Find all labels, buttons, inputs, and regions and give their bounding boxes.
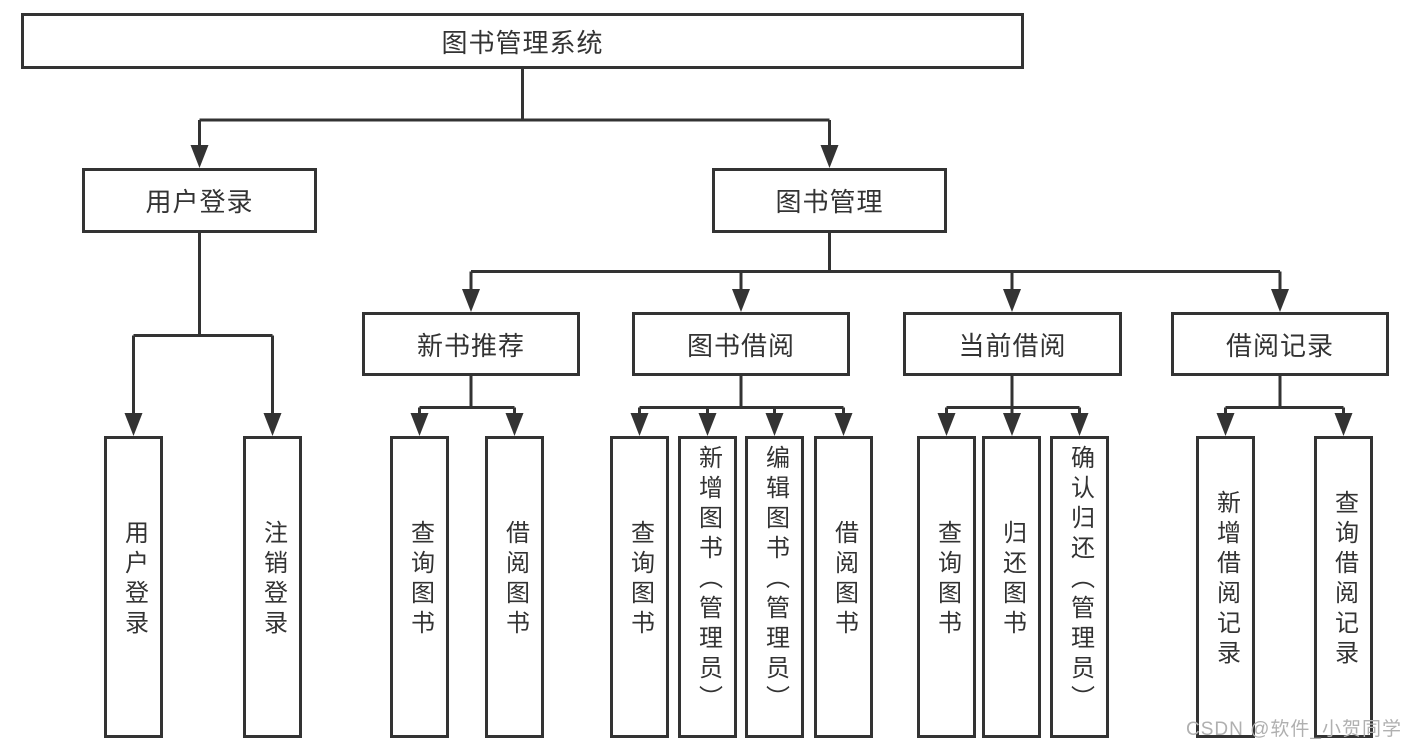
arrow-icon: [1334, 413, 1353, 436]
node-new-book-recommend: 新书推荐: [362, 312, 580, 376]
leaf-current-confirm-return-admin: 确认归还（管理员）: [1050, 436, 1109, 738]
leaf-newbook-borrow-books: 借阅图书: [485, 436, 544, 738]
arrow-icon: [834, 413, 853, 436]
leaf-borrow-edit-books-admin: 编辑图书（管理员）: [745, 436, 804, 738]
leaf-current-confirm-return-admin-label: 确认归还（管理员）: [1066, 445, 1094, 715]
arrow-icon: [630, 413, 649, 436]
arrow-icon: [462, 289, 480, 312]
arrow-icon: [1271, 289, 1289, 312]
leaf-borrow-query-books-label: 查询图书: [626, 520, 654, 640]
arrow-icon: [1070, 413, 1089, 436]
leaf-records-add-record-label: 新增借阅记录: [1212, 490, 1240, 670]
leaf-user-login-label: 用户登录: [120, 520, 148, 640]
arrow-icon: [505, 413, 524, 436]
leaf-newbook-query-books-label: 查询图书: [406, 520, 434, 640]
node-book-management-label: 图书管理: [775, 187, 884, 217]
leaf-newbook-query-books: 查询图书: [390, 436, 449, 738]
leaf-borrow-borrow-books: 借阅图书: [814, 436, 873, 738]
leaf-current-query-books: 查询图书: [917, 436, 976, 738]
arrow-icon: [820, 145, 839, 168]
node-current-borrow-label: 当前借阅: [958, 330, 1067, 361]
leaf-newbook-borrow-books-label: 借阅图书: [501, 520, 529, 640]
node-book-borrow-label: 图书借阅: [686, 330, 795, 361]
leaf-records-query-record: 查询借阅记录: [1314, 436, 1373, 738]
node-user-login-label: 用户登录: [145, 187, 254, 217]
leaf-current-return-books: 归还图书: [982, 436, 1041, 738]
leaf-logout: 注销登录: [243, 436, 302, 738]
node-user-login: 用户登录: [82, 168, 317, 233]
arrow-icon: [190, 145, 209, 168]
leaf-borrow-add-books-admin-label: 新增图书（管理员）: [694, 445, 722, 715]
node-current-borrow: 当前借阅: [903, 312, 1122, 376]
node-new-book-recommend-label: 新书推荐: [416, 330, 525, 361]
arrow-icon: [410, 413, 429, 436]
leaf-current-query-books-label: 查询图书: [933, 520, 961, 640]
node-borrow-records: 借阅记录: [1171, 312, 1389, 376]
node-root: 图书管理系统: [21, 13, 1024, 69]
leaf-borrow-query-books: 查询图书: [610, 436, 669, 738]
leaf-records-add-record: 新增借阅记录: [1196, 436, 1255, 738]
node-book-borrow: 图书借阅: [632, 312, 850, 376]
node-borrow-records-label: 借阅记录: [1225, 330, 1334, 361]
leaf-user-login: 用户登录: [104, 436, 163, 738]
node-root-label: 图书管理系统: [441, 27, 604, 58]
arrow-icon: [765, 413, 784, 436]
arrow-icon: [732, 289, 750, 312]
leaf-logout-label: 注销登录: [259, 520, 287, 640]
arrowheads: [124, 145, 1353, 436]
arrow-icon: [263, 413, 282, 436]
leaf-borrow-add-books-admin: 新增图书（管理员）: [678, 436, 737, 738]
leaf-borrow-edit-books-admin-label: 编辑图书（管理员）: [761, 445, 789, 715]
leaf-records-query-record-label: 查询借阅记录: [1330, 490, 1358, 670]
node-book-management: 图书管理: [712, 168, 947, 233]
watermark: CSDN @软件_小贺同学: [1186, 719, 1402, 740]
leaf-borrow-borrow-books-label: 借阅图书: [830, 520, 858, 640]
arrow-icon: [937, 413, 956, 436]
arrow-icon: [124, 413, 143, 436]
arrow-icon: [1003, 413, 1021, 436]
arrow-icon: [1003, 289, 1021, 312]
arrow-icon: [1216, 413, 1235, 436]
arrow-icon: [698, 413, 717, 436]
leaf-current-return-books-label: 归还图书: [998, 520, 1026, 640]
